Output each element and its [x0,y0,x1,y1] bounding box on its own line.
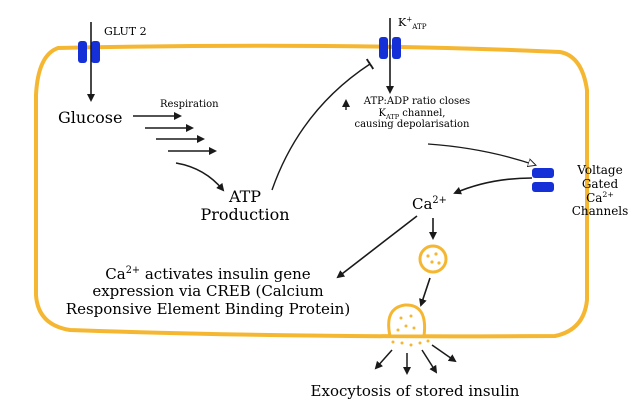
calcium-label: Ca2+ [412,195,447,213]
glut2-label: GLUT 2 [104,25,147,38]
glut2-channel [78,41,100,63]
katp-label: K+ATP [398,14,427,32]
ca-to-creb-arrow [336,215,418,279]
atp-production-label: ATP Production [200,187,290,225]
creb-label: Ca2+ activates insulin gene expression v… [65,265,351,318]
vgcc-label: Voltage Gated Ca2+ Channels [571,163,629,219]
respiration-label: Respiration [160,99,219,110]
atp-inhibits-katp-line [271,58,375,191]
glucose-label: Glucose [58,108,123,127]
atp-ratio-label: ATP:ADP ratio closes KATP channel, causi… [354,96,471,130]
depolarisation-arrow [427,143,535,165]
insulin-vesicle [418,244,448,274]
vesicle-to-membrane-arrow [419,277,431,307]
katp-channel [379,37,401,59]
exocytosis-arrows [374,344,457,375]
respiration-arrows [133,112,217,155]
vgcc-channel [532,168,554,192]
exocytosis-label: Exocytosis of stored insulin [310,382,520,400]
atp-production-arrow [175,162,225,192]
calcium-influx-arrow [453,177,533,195]
fusing-vesicle [387,303,430,347]
